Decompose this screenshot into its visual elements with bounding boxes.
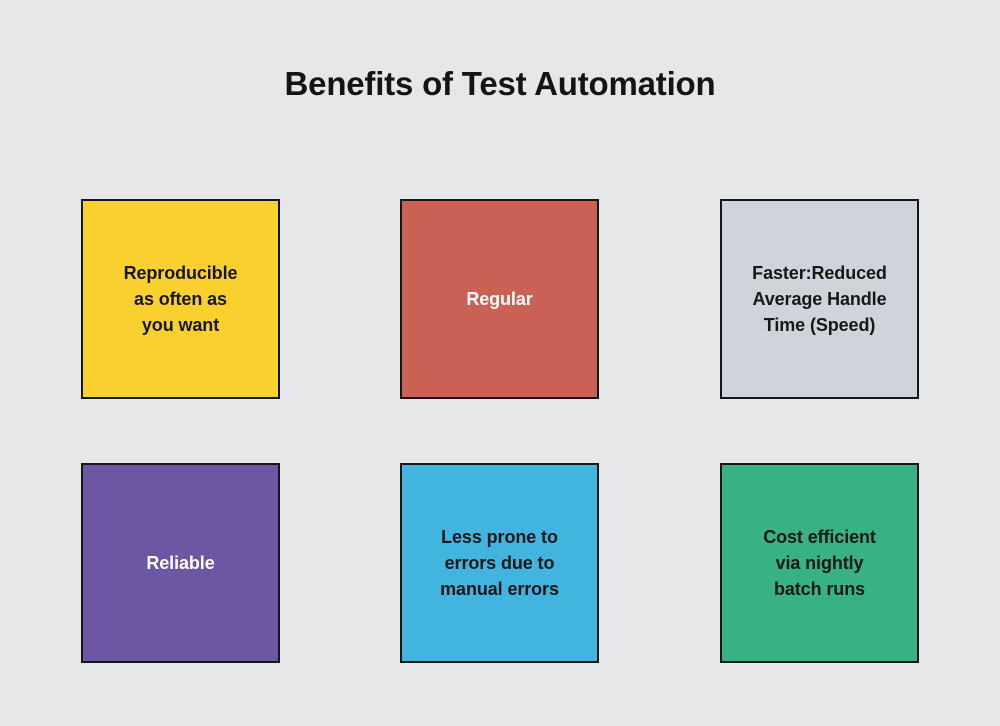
benefit-card-faster-reduced-average-handle-time[interactable]: Faster:Reduced Average Handle Time (Spee…	[720, 199, 919, 399]
benefit-card-label: Reproducible as often as you want	[123, 263, 238, 335]
benefit-card-label: Reliable	[146, 553, 215, 573]
benefit-card-regular[interactable]: Regular	[400, 199, 599, 399]
benefit-card-reproducible[interactable]: Reproducible as often as you want	[81, 199, 280, 399]
benefit-card-label: Less prone to errors due to manual error…	[440, 527, 559, 599]
benefit-card-cost-efficient[interactable]: Cost efficient via nightly batch runs	[720, 463, 919, 663]
page-title: Benefits of Test Automation	[284, 65, 716, 102]
benefit-card-reliable[interactable]: Reliable	[81, 463, 280, 663]
benefits-card-grid: Reproducible as often as you want Regular…	[81, 199, 920, 663]
benefit-card-label: Cost efficient via nightly batch runs	[763, 527, 876, 599]
benefit-card-label: Regular	[466, 289, 533, 309]
benefit-card-label: Faster:Reduced Average Handle Time (Spee…	[752, 263, 887, 335]
benefit-card-less-prone-to-errors[interactable]: Less prone to errors due to manual error…	[400, 463, 599, 663]
